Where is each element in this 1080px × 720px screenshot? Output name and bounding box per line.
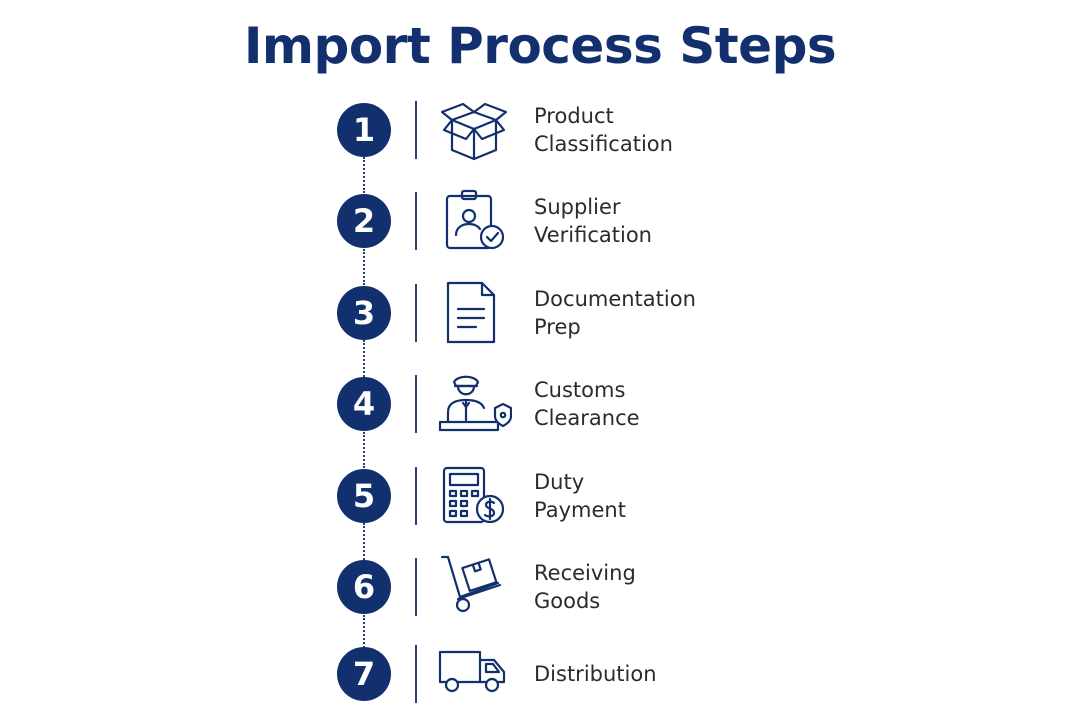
step-label-line-2: Goods [534, 589, 601, 613]
step-label-line-2: Classification [534, 132, 673, 156]
step-number-badge: 5 [337, 469, 391, 523]
connector-4-5 [363, 432, 365, 468]
step-label-line-1: Customs [534, 378, 626, 402]
step-5: 5 Duty Payment [0, 464, 1080, 528]
id-badge-check-icon [436, 189, 512, 253]
box-icon [436, 98, 512, 162]
step-number-badge: 2 [337, 194, 391, 248]
step-number-badge: 3 [337, 286, 391, 340]
step-divider [415, 645, 417, 703]
step-label-line-2: Clearance [534, 406, 640, 430]
step-label: Receiving Goods [534, 559, 636, 615]
hand-truck-icon [436, 555, 512, 619]
step-2: 2 Supplier Verification [0, 189, 1080, 253]
step-number-badge: 6 [337, 560, 391, 614]
connector-3-4 [363, 340, 365, 377]
step-label-line-1: Product [534, 104, 614, 128]
calculator-dollar-icon [436, 464, 512, 528]
step-divider [415, 467, 417, 525]
step-number-badge: 7 [337, 647, 391, 701]
step-label: Documentation Prep [534, 285, 696, 341]
step-divider [415, 284, 417, 342]
step-1: 1 Product Classification [0, 98, 1080, 162]
step-label-line-2: Payment [534, 498, 626, 522]
step-label-line-2: Verification [534, 223, 652, 247]
step-divider [415, 558, 417, 616]
customs-officer-icon [436, 372, 512, 436]
step-6: 6 Receiving Goods [0, 555, 1080, 619]
step-7: 7 Distribution [0, 642, 1080, 706]
step-label-line-1: Duty [534, 470, 585, 494]
step-label: Supplier Verification [534, 193, 652, 249]
step-label-line-1: Receiving [534, 561, 636, 585]
step-label-line-1: Supplier [534, 195, 621, 219]
step-label-line-1: Documentation [534, 287, 696, 311]
step-number-badge: 1 [337, 103, 391, 157]
step-4: 4 Customs Clearance [0, 372, 1080, 436]
step-divider [415, 375, 417, 433]
connector-6-7 [363, 615, 365, 651]
delivery-truck-icon [436, 642, 512, 706]
step-divider [415, 192, 417, 250]
step-3: 3 Documentation Prep [0, 281, 1080, 345]
step-label: Distribution [534, 660, 657, 688]
document-icon [436, 281, 512, 345]
page-title: Import Process Steps [243, 17, 837, 75]
step-label: Duty Payment [534, 468, 626, 524]
step-number-badge: 4 [337, 377, 391, 431]
step-label-line-1: Distribution [534, 662, 657, 686]
step-label-line-2: Prep [534, 315, 581, 339]
step-divider [415, 101, 417, 159]
connector-5-6 [363, 523, 365, 560]
connector-2-3 [363, 249, 365, 285]
step-label: Product Classification [534, 102, 673, 158]
step-label: Customs Clearance [534, 376, 640, 432]
connector-1-2 [363, 157, 365, 193]
